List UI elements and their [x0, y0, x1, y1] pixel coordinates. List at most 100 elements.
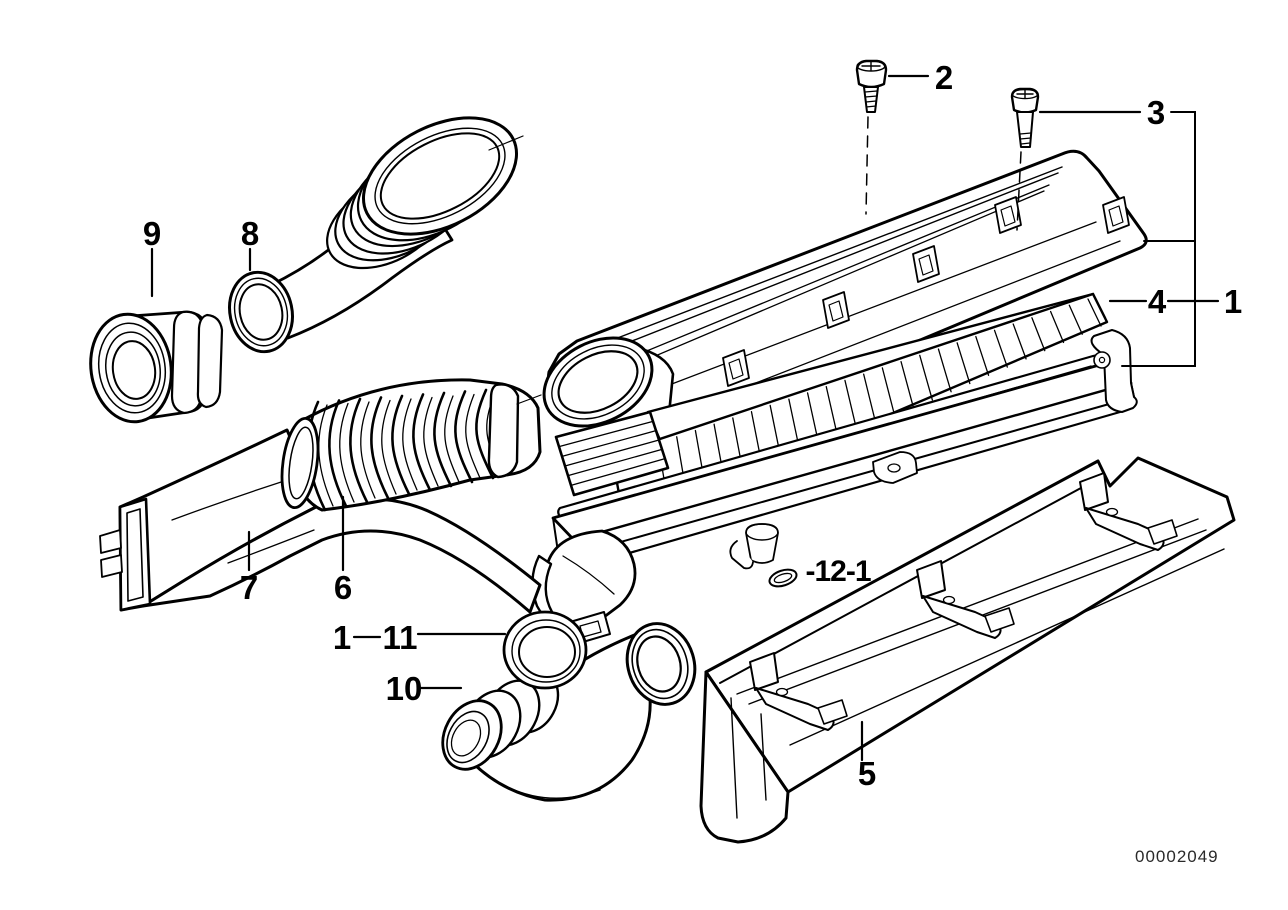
ring-inner: [518, 626, 576, 678]
housing-bracket-hole: [887, 463, 901, 473]
corrugation-ridge: [423, 396, 439, 487]
housing-clamp-hook: [729, 540, 754, 570]
screw2-head-top: [856, 60, 886, 72]
ridge-line: [789, 548, 1225, 746]
sleeve-face-ring: [105, 331, 161, 407]
callout-8[interactable]: 8: [241, 215, 259, 252]
pleat-line: [1049, 310, 1065, 344]
duct7-mouth-inner: [126, 508, 144, 602]
pleat-line: [937, 348, 952, 393]
stack-line: [564, 439, 660, 467]
corrugation-line: [349, 397, 369, 504]
pleat-line: [975, 335, 990, 376]
callout-11[interactable]: 11: [383, 619, 418, 656]
ridge-line: [593, 172, 1059, 357]
callout-lines: [150, 74, 1220, 762]
corrugation-ridge: [465, 393, 481, 479]
housing-foot: [1090, 329, 1138, 413]
duct7-tab: [99, 529, 122, 554]
screw-3: [1010, 87, 1040, 148]
housing-cover: [542, 149, 1148, 449]
bellows-corrugations: [307, 388, 502, 512]
pleat-line: [1012, 323, 1027, 360]
pleat-line: [863, 373, 877, 426]
callout-6[interactable]: 6: [334, 569, 352, 606]
callout-3[interactable]: 3: [1147, 94, 1165, 131]
corrugation-line: [328, 399, 348, 508]
duct7-crease: [227, 529, 315, 564]
corrugation-line: [370, 396, 390, 500]
corrugation-ridge: [339, 402, 355, 503]
pleat-line: [1068, 304, 1083, 335]
bracket-assembly-1: [1121, 111, 1196, 367]
ridge-line: [602, 184, 1050, 370]
shield-flap-crease: [760, 713, 767, 801]
housing-port-top: [745, 523, 779, 541]
ridge-line: [588, 166, 1063, 350]
screw-2: [855, 59, 888, 113]
corrugation-line: [391, 394, 411, 496]
callout-2[interactable]: 2: [935, 59, 953, 96]
bellows-left-ring-inner: [288, 426, 314, 500]
callout-4[interactable]: 4: [1148, 283, 1167, 320]
corrugation-line: [475, 388, 495, 480]
ring-mid: [511, 619, 581, 683]
pleat-line: [993, 329, 1008, 368]
callout-1-left[interactable]: 1: [333, 619, 351, 656]
callout-12[interactable]: -12-1: [805, 555, 871, 588]
sleeve-rib: [196, 313, 224, 409]
funnel-mouth-outer: [361, 116, 519, 236]
intake-duct-8: [228, 116, 524, 354]
callout-9[interactable]: 9: [143, 215, 161, 252]
lower-housing-1: [551, 329, 1138, 570]
pleat-line: [1031, 317, 1046, 352]
sleeve-face-ring: [97, 322, 167, 414]
diagram-id: 00002049: [1135, 847, 1219, 866]
callout-10[interactable]: 10: [386, 670, 423, 707]
stack-line: [561, 430, 657, 457]
duct7-bottom-sweep: [141, 497, 542, 614]
stack-line: [570, 458, 666, 486]
curved-hose-mouth: [636, 635, 682, 693]
callout-5[interactable]: 5: [858, 755, 876, 792]
corrugation-line: [412, 393, 432, 492]
screw3-threads: [1019, 132, 1032, 145]
screw3-shank: [1016, 111, 1034, 148]
dashed-line-screw3: [1016, 151, 1022, 231]
stack-line: [558, 420, 654, 448]
funnel-detail-line: [488, 135, 524, 151]
bellows-hose-6: [280, 378, 542, 512]
elbow-crease: [562, 555, 615, 595]
o-ring-outer: [768, 568, 798, 588]
corrugation-ridge: [360, 401, 376, 499]
housing-boss-hole: [1098, 356, 1106, 364]
coupling-bore-inner: [450, 719, 482, 757]
cover-ridge-lines: [588, 166, 1121, 428]
callout-7[interactable]: 7: [240, 569, 258, 606]
pleat-line: [900, 360, 915, 409]
pleat-line: [881, 367, 896, 418]
ridge-line: [719, 474, 1106, 684]
ridge-line: [736, 518, 1199, 695]
stack-line: [567, 448, 663, 477]
curved-hose: [466, 622, 697, 802]
air-duct-7: [99, 428, 542, 614]
cover-inlet-ring-lip: [551, 344, 645, 420]
pleat-line: [956, 342, 971, 385]
bellows-left-ring: [280, 416, 320, 510]
screw3-slot: [1016, 89, 1034, 99]
callout-labels: 2 3 9 8 7 6 1 11 10 -12-1 5 4 1: [143, 59, 1242, 792]
curved-hose-underline: [486, 774, 601, 799]
elbow-body: [538, 529, 637, 626]
sleeve-rib: [170, 310, 205, 415]
duct7-tab: [100, 554, 123, 578]
corrugation-ridge: [381, 399, 397, 495]
corrugation-ridge: [402, 398, 418, 491]
callout-1-right[interactable]: 1: [1224, 283, 1242, 320]
pleat-line: [919, 354, 933, 401]
corrugation-line: [454, 390, 474, 484]
rubber-sleeve-9: [89, 310, 224, 424]
sealing-ring-11: [502, 610, 588, 690]
housing-bracket: [872, 451, 918, 484]
